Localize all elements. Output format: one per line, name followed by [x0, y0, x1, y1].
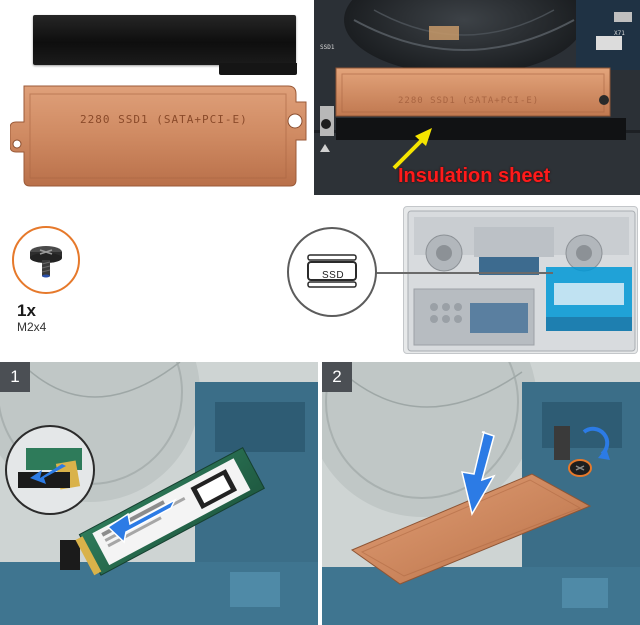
shield-label: 2280 SSD1 (SATA+PCI-E) — [80, 113, 248, 126]
screw-callout — [12, 226, 80, 294]
ssd-callout — [287, 227, 377, 317]
ssd-label: SSD — [322, 270, 345, 281]
insulation-sheet-callout: Insulation sheet — [398, 165, 551, 187]
board-label: SSD1 — [320, 44, 335, 51]
step-2-badge: 2 — [322, 362, 352, 392]
board-label-2: X71 — [614, 30, 625, 37]
step-1-photo — [0, 362, 318, 625]
laptop-locator-diagram — [403, 206, 638, 354]
ssd-insertion-illustration — [0, 362, 318, 625]
laptop-interior-photo — [314, 0, 640, 195]
screw-quantity: 1x — [17, 301, 36, 320]
laptop-base-illustration — [407, 210, 636, 352]
insulation-tape — [33, 15, 297, 75]
screw-size: M2x4 — [17, 320, 47, 334]
screw-icon — [30, 246, 62, 278]
step-1-badge: 1 — [0, 362, 30, 392]
shield-label: 2280 SSD1 (SATA+PCI-E) — [398, 96, 540, 106]
locator-leader-line — [376, 272, 553, 274]
shield-install-illustration — [322, 362, 640, 625]
ssd-icon — [307, 254, 357, 288]
ssd-thermal-shield — [10, 85, 307, 187]
step-2-photo — [322, 362, 640, 625]
insulation-photo: SSD1 X71 2280 SSD1 (SATA+PCI-E) — [314, 0, 640, 195]
parts-photo: 2280 SSD1 (SATA+PCI-E) — [0, 0, 312, 195]
